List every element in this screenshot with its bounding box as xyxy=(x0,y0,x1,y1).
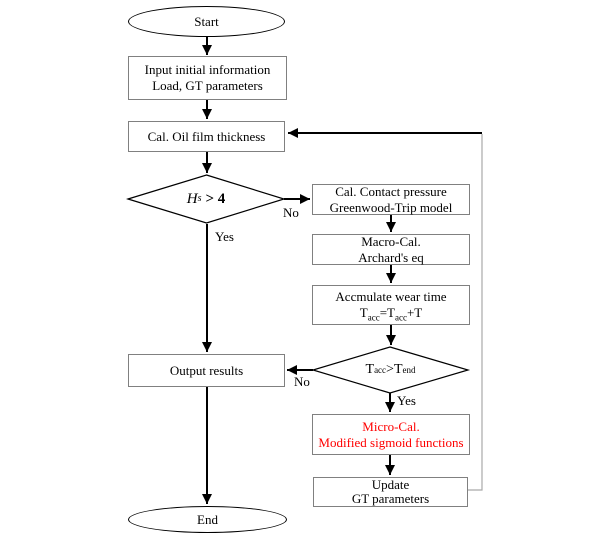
node-wear-time-formula: Tacc=Tacc+T xyxy=(359,305,423,323)
wear-f3: =T xyxy=(379,305,395,320)
node-micro-cal: Micro-Cal. Modified sigmoid functions xyxy=(312,414,470,455)
node-input-info: Input initial information Load, GT param… xyxy=(128,56,287,100)
node-wear-time-line1: Accmulate wear time xyxy=(335,289,447,305)
node-end-label: End xyxy=(197,511,218,527)
node-contact-pressure: Cal. Contact pressure Greenwood-Trip mod… xyxy=(312,184,470,215)
node-wear-time: Accmulate wear time Tacc=Tacc+T xyxy=(312,285,470,325)
node-update-params: Update GT parameters xyxy=(313,477,468,507)
node-macro-cal-line1: Macro-Cal. xyxy=(361,233,421,249)
node-oil-film: Cal. Oil film thickness xyxy=(128,121,285,152)
decision-hs-shape xyxy=(125,174,287,224)
node-oil-film-label: Cal. Oil film thickness xyxy=(147,128,266,144)
wear-f5: +T xyxy=(406,305,423,320)
node-update-params-line2: GT parameters xyxy=(351,491,430,506)
node-macro-cal-line2: Archard's eq xyxy=(358,249,424,265)
edge-label-tacc-yes: Yes xyxy=(397,393,416,408)
node-contact-pressure-line2: Greenwood-Trip model xyxy=(329,199,453,215)
tacc-f1: T xyxy=(365,362,375,377)
node-start-label: Start xyxy=(194,13,219,29)
node-input-info-line1: Input initial information xyxy=(144,62,271,78)
node-input-info-line2: Load, GT parameters xyxy=(152,78,263,93)
hs-condition: > 4 xyxy=(205,190,226,207)
hs-variable: H xyxy=(186,190,198,207)
node-output-results: Output results xyxy=(128,354,285,387)
edge-label-tacc-no: No xyxy=(294,374,310,389)
wear-f4: acc xyxy=(394,312,407,323)
node-contact-pressure-line1: Cal. Contact pressure xyxy=(335,183,447,199)
node-macro-cal: Macro-Cal. Archard's eq xyxy=(312,234,470,265)
edge-label-hs-no: No xyxy=(283,205,299,220)
node-update-params-line1: Update xyxy=(371,476,410,492)
node-micro-cal-line2: Modified sigmoid functions xyxy=(318,434,464,450)
wear-f1: T xyxy=(359,305,368,320)
tacc-f3: >T xyxy=(386,362,403,377)
node-output-results-label: Output results xyxy=(169,362,244,378)
decision-tacc-shape xyxy=(310,346,471,394)
wear-f2: acc xyxy=(367,312,380,323)
node-end: End xyxy=(128,506,287,533)
node-micro-cal-line1: Micro-Cal. xyxy=(362,418,420,434)
feedback-line xyxy=(468,134,483,491)
edge-label-hs-yes: Yes xyxy=(215,229,234,244)
node-start: Start xyxy=(128,6,285,37)
